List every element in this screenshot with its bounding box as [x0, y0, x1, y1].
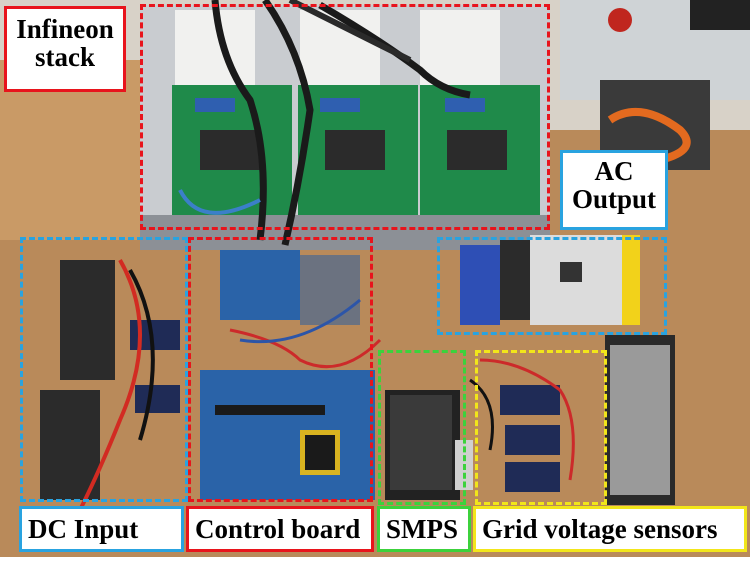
- ac-output-outline: [437, 237, 667, 335]
- voltage-sensor-1: [500, 385, 560, 415]
- smps-label: SMPS: [377, 506, 471, 552]
- dc-terminal-strip-lower: [40, 390, 100, 500]
- dc-input-label-text: DC Input: [28, 514, 139, 544]
- red-knob: [608, 8, 632, 32]
- ac-output-label-text: AC Output: [571, 156, 657, 215]
- ac-output-label: AC Output: [560, 150, 668, 230]
- infineon-stack-label-text: Infineon stack: [16, 14, 114, 73]
- grid-voltage-sensors-outline: [475, 350, 607, 505]
- control-board-label-text: Control board: [195, 514, 361, 544]
- connector-block: [690, 0, 750, 30]
- dc-terminal-strip-upper: [60, 260, 115, 380]
- control-board-pcb: [200, 370, 375, 500]
- infineon-stack-label: Infineon stack: [4, 6, 126, 92]
- control-board-outline: [188, 237, 373, 502]
- dc-input-outline: [20, 237, 188, 502]
- dc-input-label: DC Input: [19, 506, 184, 552]
- grid-voltage-sensors-label-text: Grid voltage sensors: [482, 514, 718, 544]
- control-board-label: Control board: [186, 506, 374, 552]
- voltage-sensor-3: [505, 462, 560, 492]
- ac-breaker: [530, 235, 640, 325]
- grid-voltage-sensors-label: Grid voltage sensors: [473, 506, 747, 552]
- voltage-sensor-2: [505, 425, 560, 455]
- smps-label-text: SMPS: [386, 514, 459, 544]
- infineon-stack-outline: [140, 4, 550, 230]
- smps-outline: [378, 350, 466, 505]
